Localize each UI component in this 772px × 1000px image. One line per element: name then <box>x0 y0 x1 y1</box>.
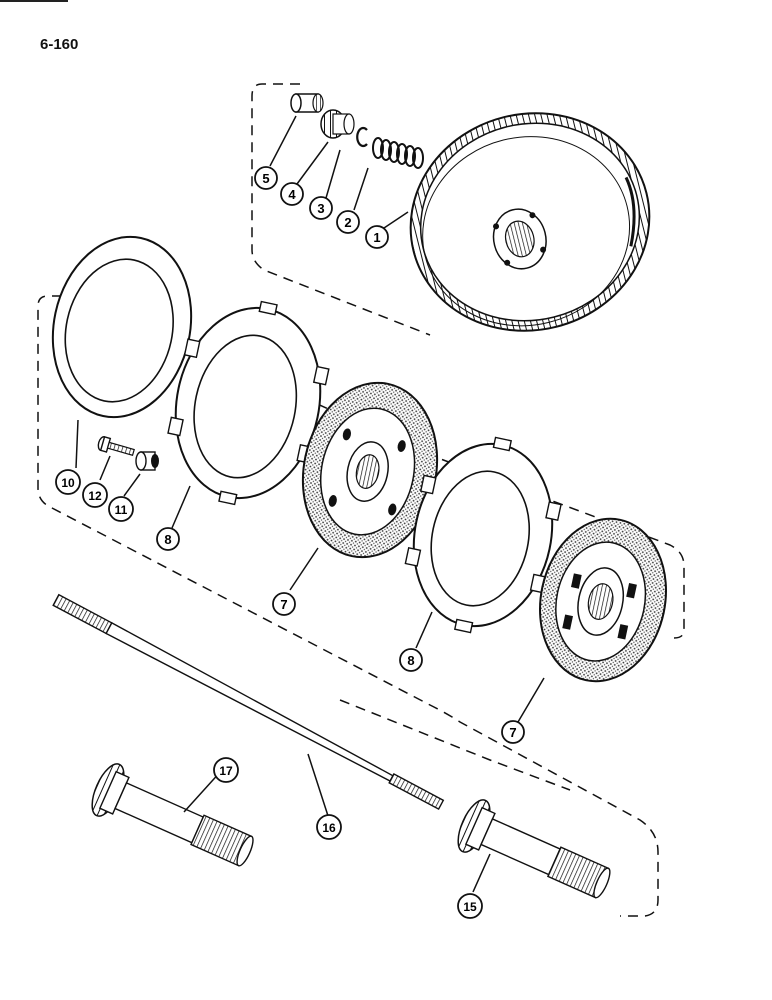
callout-5: 5 <box>254 166 278 190</box>
callout-16-label: 16 <box>322 821 336 835</box>
shaft-guide-line <box>339 699 571 791</box>
leader-10 <box>75 419 79 469</box>
callout-5-label: 5 <box>262 171 269 186</box>
gear-hub <box>320 109 355 139</box>
clutch-plate-lower <box>404 436 562 634</box>
flywheel <box>409 112 651 332</box>
leader-8b <box>415 611 433 649</box>
callout-11-label: 11 <box>115 503 128 517</box>
bushing <box>290 93 324 113</box>
callout-2: 2 <box>336 210 360 234</box>
gear-shaft-right <box>457 799 611 899</box>
callout-12-label: 12 <box>88 489 102 503</box>
friction-disc-lower <box>539 517 667 683</box>
upper-flywheel-bracket <box>251 83 431 336</box>
callout-15-label: 15 <box>463 900 477 914</box>
leader-lines <box>75 115 545 893</box>
callout-1: 1 <box>365 225 389 249</box>
callout-4: 4 <box>280 182 304 206</box>
callout-17-label: 17 <box>219 764 233 778</box>
callout-11: 11 <box>108 496 134 522</box>
leader-3 <box>325 149 341 199</box>
callout-4-label: 4 <box>288 187 296 202</box>
callout-17: 17 <box>213 757 239 783</box>
callout-12: 12 <box>82 482 108 508</box>
leader-7b <box>517 677 545 723</box>
leader-5 <box>269 115 297 167</box>
clutch-plate-upper <box>167 300 330 506</box>
bolt <box>97 435 135 457</box>
callout-7a: 7 <box>272 592 296 616</box>
callout-7a-label: 7 <box>280 597 287 612</box>
leader-7a <box>289 547 319 591</box>
header-rule <box>0 0 68 2</box>
callout-16: 16 <box>316 814 342 840</box>
snap-ring <box>356 126 368 148</box>
callout-7b-label: 7 <box>509 725 516 740</box>
callout-8b-label: 8 <box>407 653 414 668</box>
callout-8b: 8 <box>399 648 423 672</box>
leader-12 <box>99 455 111 481</box>
callout-8a: 8 <box>156 527 180 551</box>
leader-15 <box>472 853 491 893</box>
leader-16 <box>307 753 331 823</box>
callout-1-label: 1 <box>373 230 380 245</box>
callout-7b: 7 <box>501 720 525 744</box>
assembly-dashed-lines <box>37 83 685 917</box>
callout-8a-label: 8 <box>164 532 171 547</box>
callout-10: 10 <box>55 469 81 495</box>
page-number: 6-160 <box>40 36 79 53</box>
callout-3: 3 <box>309 196 333 220</box>
callout-3-label: 3 <box>317 201 324 216</box>
callout-15: 15 <box>457 893 483 919</box>
leader-2 <box>353 167 369 211</box>
leader-1 <box>383 211 409 229</box>
upper-clutch-line <box>69 291 685 639</box>
spacer <box>135 451 159 471</box>
gear-shaft-left <box>91 763 254 867</box>
friction-disc-upper <box>301 381 439 559</box>
leader-8a <box>171 485 191 529</box>
callout-10-label: 10 <box>61 476 75 490</box>
spring <box>372 137 424 169</box>
leader-4 <box>296 141 329 185</box>
clutch-pack-bracket <box>37 295 659 917</box>
callout-2-label: 2 <box>344 215 351 230</box>
separator-plate <box>51 235 193 419</box>
leader-11 <box>123 473 141 497</box>
main-shaft <box>52 593 445 811</box>
